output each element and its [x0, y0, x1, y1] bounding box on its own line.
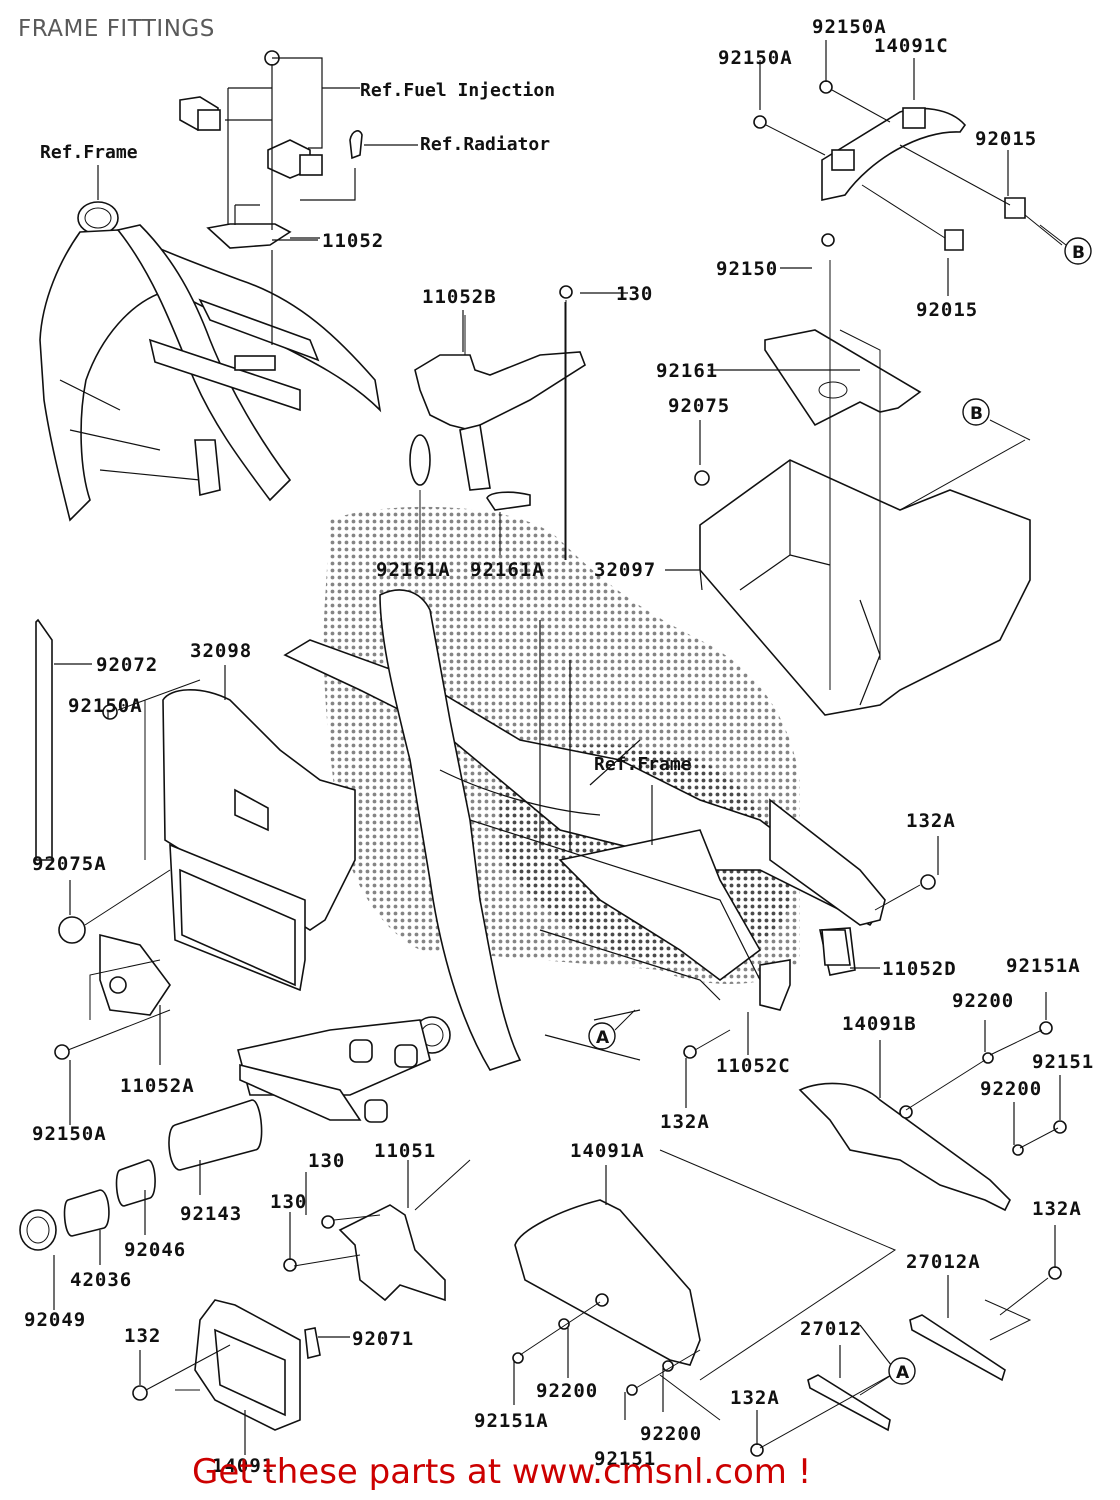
part-label-92150A-top[interactable]: 92150A: [812, 16, 887, 38]
part-label-92200-r2[interactable]: 92200: [980, 1078, 1042, 1100]
svg-text:B: B: [970, 404, 983, 424]
part-label-14091B[interactable]: 14091B: [842, 1013, 917, 1035]
footer-promo-link[interactable]: Get these parts at www.cmsnl.com !: [192, 1452, 812, 1492]
part-label-11052D[interactable]: 11052D: [882, 958, 957, 980]
part-label-92151A-right[interactable]: 92151A: [1006, 955, 1081, 977]
part-label-92150A-lowleft[interactable]: 92150A: [32, 1123, 107, 1145]
part-label-14091A[interactable]: 14091A: [570, 1140, 645, 1162]
svg-text:B: B: [1072, 243, 1085, 263]
part-label-92075A[interactable]: 92075A: [32, 853, 107, 875]
part-label-32097[interactable]: 32097: [594, 559, 656, 581]
part-label-130-a[interactable]: 130: [308, 1150, 345, 1172]
part-label-92161A-first[interactable]: 92161A: [376, 559, 451, 581]
frame-front-drawing: [39, 201, 382, 522]
part-label-92075[interactable]: 92075: [668, 395, 730, 417]
part-label-92150A-left[interactable]: 92150A: [68, 695, 143, 717]
part-label-132A-center[interactable]: 132A: [660, 1111, 710, 1133]
part-label-11052B[interactable]: 11052B: [422, 286, 497, 308]
part-label-92200-b1[interactable]: 92200: [536, 1380, 598, 1402]
part-label-92151-bottom[interactable]: 92151: [594, 1448, 656, 1470]
cover-14091C-drawing: [753, 80, 1063, 251]
part-label-132[interactable]: 132: [124, 1325, 161, 1347]
part-label-132A-right[interactable]: 132A: [906, 810, 956, 832]
part-label-14091C[interactable]: 14091C: [874, 35, 949, 57]
part-label-92200-r1[interactable]: 92200: [952, 990, 1014, 1012]
bracket-11052B-drawing: [409, 285, 586, 560]
svg-text:A: A: [896, 1363, 910, 1383]
part-label-92015-lower[interactable]: 92015: [916, 299, 978, 321]
part-label-92151A-bottom[interactable]: 92151A: [474, 1410, 549, 1432]
part-label-92151-right[interactable]: 92151: [1032, 1051, 1094, 1073]
part-label-130-top[interactable]: 130: [616, 283, 653, 305]
part-label-11051[interactable]: 11051: [374, 1140, 436, 1162]
bolts-right-drawing: [683, 874, 936, 1059]
part-label-92200-b2[interactable]: 92200: [640, 1423, 702, 1445]
leader-lines: [53, 40, 1061, 1455]
part-label-92046[interactable]: 92046: [124, 1239, 186, 1261]
guards-drawing: [512, 1021, 1067, 1396]
part-label-32098[interactable]: 32098: [190, 640, 252, 662]
callout-a-center: A: [588, 1022, 616, 1050]
part-label-27012[interactable]: 27012: [800, 1318, 862, 1340]
part-label-92150A-second[interactable]: 92150A: [718, 47, 793, 69]
part-label-92150[interactable]: 92150: [716, 258, 778, 280]
part-label-92143[interactable]: 92143: [180, 1203, 242, 1225]
page-title: FRAME FITTINGS: [18, 16, 215, 42]
part-label-132A-bottom[interactable]: 132A: [730, 1387, 780, 1409]
part-label-11052C[interactable]: 11052C: [716, 1055, 791, 1077]
part-label-14091[interactable]: 14091: [212, 1455, 274, 1477]
ref-frame-label-center: Ref.Frame: [594, 754, 692, 775]
callout-b-top: B: [1064, 237, 1092, 265]
part-label-92015-right[interactable]: 92015: [975, 128, 1037, 150]
part-label-92161[interactable]: 92161: [656, 360, 718, 382]
frame-main-drawing: [237, 589, 886, 1123]
part-label-11052[interactable]: 11052: [322, 230, 384, 252]
ref-fuel-injection-label: Ref.Fuel Injection: [360, 80, 555, 101]
part-label-92161A-second[interactable]: 92161A: [470, 559, 545, 581]
callout-a-bottom: A: [888, 1357, 916, 1385]
battery-case-drawing: [694, 233, 1031, 716]
part-label-42036[interactable]: 42036: [70, 1269, 132, 1291]
callout-b-mid: B: [962, 398, 990, 426]
part-label-27012A[interactable]: 27012A: [906, 1251, 981, 1273]
fuel-injection-sensors: [179, 50, 418, 345]
cover-32098-drawing: [35, 618, 356, 1060]
part-label-11052A[interactable]: 11052A: [120, 1075, 195, 1097]
part-label-92072[interactable]: 92072: [96, 654, 158, 676]
part-label-92071[interactable]: 92071: [352, 1328, 414, 1350]
part-label-130-b[interactable]: 130: [270, 1191, 307, 1213]
brackets-27012-drawing: [659, 1149, 1062, 1457]
ref-frame-label-top: Ref.Frame: [40, 142, 138, 163]
part-label-132A-lowright[interactable]: 132A: [1032, 1198, 1082, 1220]
lower-left-parts-drawing: [132, 1159, 471, 1431]
part-label-92049[interactable]: 92049: [24, 1309, 86, 1331]
svg-text:A: A: [596, 1028, 610, 1048]
ref-radiator-label: Ref.Radiator: [420, 134, 550, 155]
